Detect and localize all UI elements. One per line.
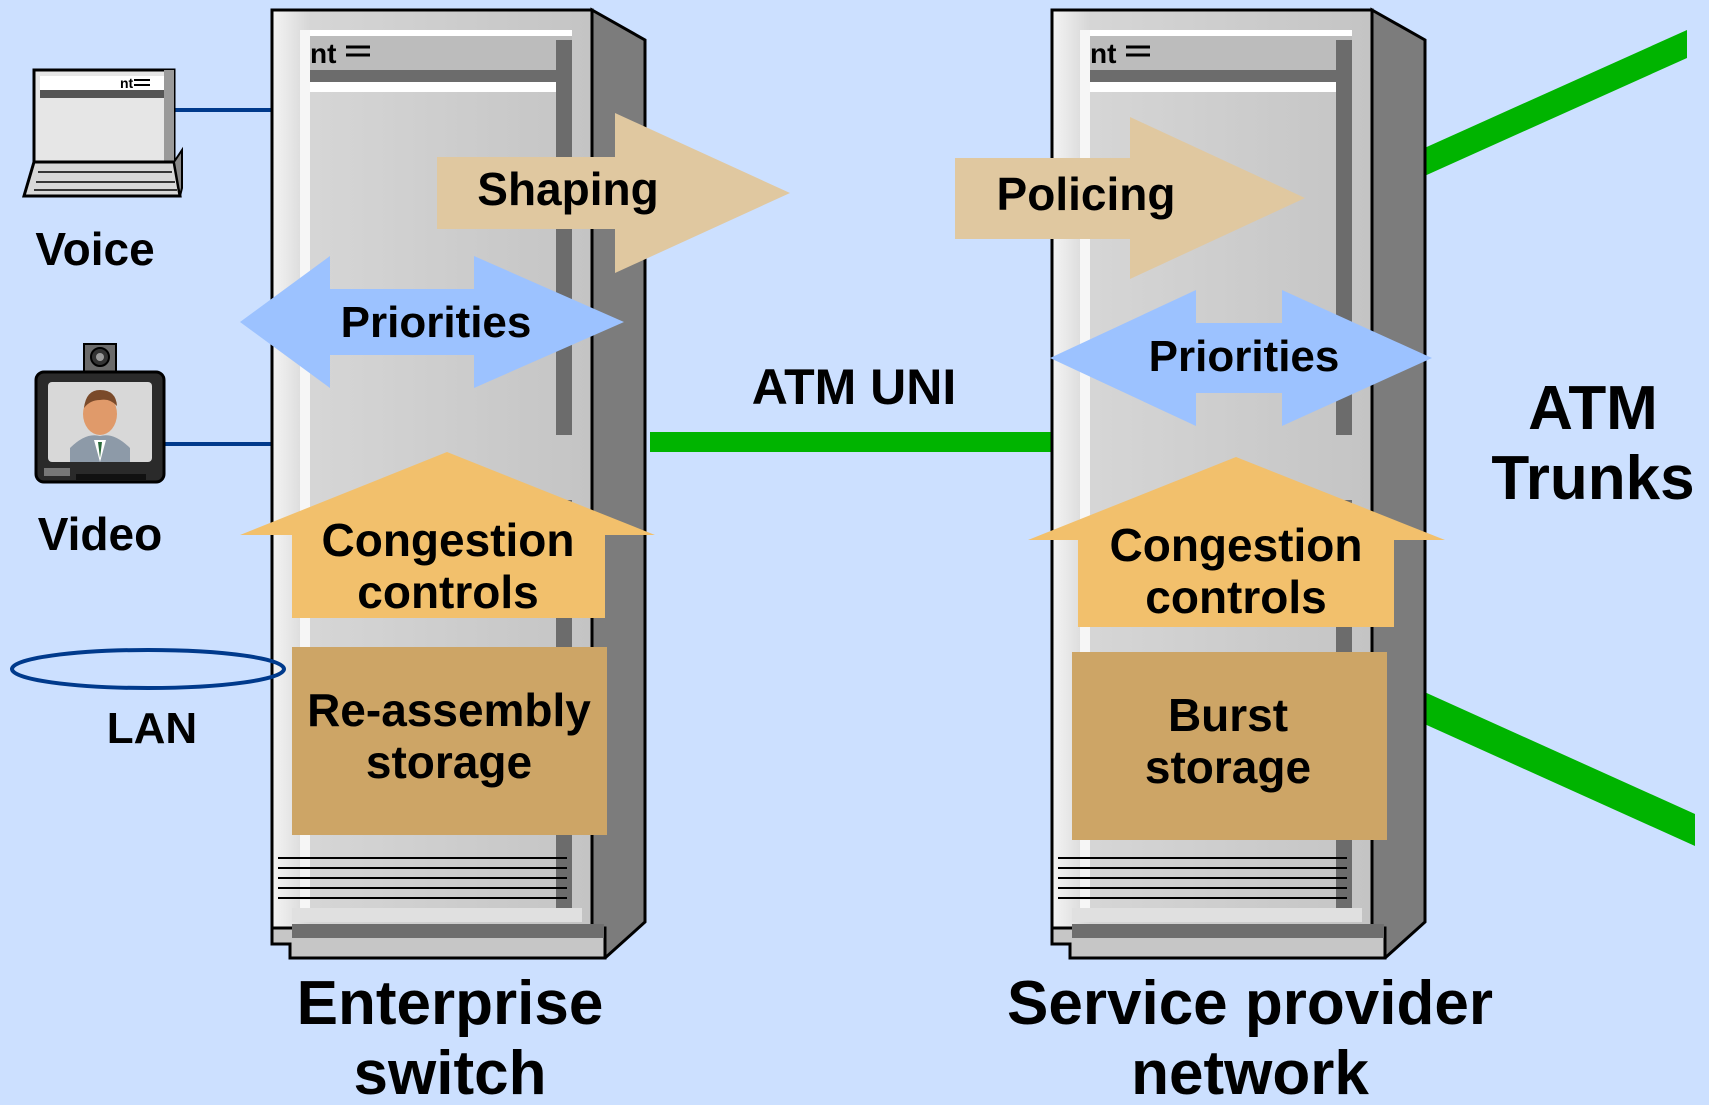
enterprise-brand-logo: nt bbox=[310, 38, 336, 69]
voice-label: Voice bbox=[35, 223, 154, 275]
atm-trunks-line2: Trunks bbox=[1491, 444, 1694, 513]
policing-arrow bbox=[955, 117, 1305, 279]
enterprise-caption-line2: switch bbox=[354, 1039, 547, 1100]
lan-label: LAN bbox=[107, 704, 197, 753]
atm-trunks-line1: ATM bbox=[1528, 374, 1658, 443]
atm-trunk-lower bbox=[1420, 690, 1695, 846]
phone-brand-logo: nt bbox=[120, 75, 134, 91]
atm-uni-label: ATM UNI bbox=[752, 359, 957, 415]
atm-uni-link bbox=[650, 432, 1052, 452]
voice-phone-icon: nt bbox=[21, 68, 183, 198]
provider-caption-line1: Service provider bbox=[1007, 969, 1493, 1038]
burst-storage-box bbox=[1072, 652, 1387, 840]
enterprise-congestion-line2: controls bbox=[357, 566, 538, 618]
provider-brand-logo: nt bbox=[1090, 38, 1116, 69]
reassembly-storage-line2: storage bbox=[366, 736, 532, 788]
policing-label: Policing bbox=[997, 168, 1176, 220]
video-label: Video bbox=[38, 508, 162, 560]
enterprise-switch: nt bbox=[270, 8, 647, 960]
reassembly-storage-box bbox=[292, 647, 607, 835]
enterprise-priorities-label: Priorities bbox=[341, 298, 532, 347]
video-monitor-icon bbox=[34, 343, 166, 484]
enterprise-caption-line1: Enterprise bbox=[297, 969, 604, 1038]
provider-congestion-arrow bbox=[1028, 457, 1445, 627]
reassembly-storage-line1: Re-assembly bbox=[307, 684, 591, 736]
shaping-label: Shaping bbox=[477, 163, 658, 215]
enterprise-congestion-arrow bbox=[240, 452, 655, 618]
enterprise-priorities-arrow bbox=[240, 256, 624, 388]
burst-storage-line1: Burst bbox=[1168, 689, 1288, 741]
provider-congestion-line1: Congestion bbox=[1110, 519, 1363, 571]
burst-storage-line2: storage bbox=[1145, 741, 1311, 793]
enterprise-congestion-line1: Congestion bbox=[322, 514, 575, 566]
shaping-arrow bbox=[437, 113, 790, 273]
provider-priorities-arrow bbox=[1050, 290, 1432, 426]
provider-caption-line2: network bbox=[1131, 1039, 1369, 1100]
lan-ring bbox=[10, 648, 286, 690]
provider-priorities-label: Priorities bbox=[1149, 332, 1340, 381]
atm-trunk-upper bbox=[1420, 30, 1687, 178]
provider-congestion-line2: controls bbox=[1145, 571, 1326, 623]
provider-switch: nt bbox=[1050, 8, 1427, 960]
